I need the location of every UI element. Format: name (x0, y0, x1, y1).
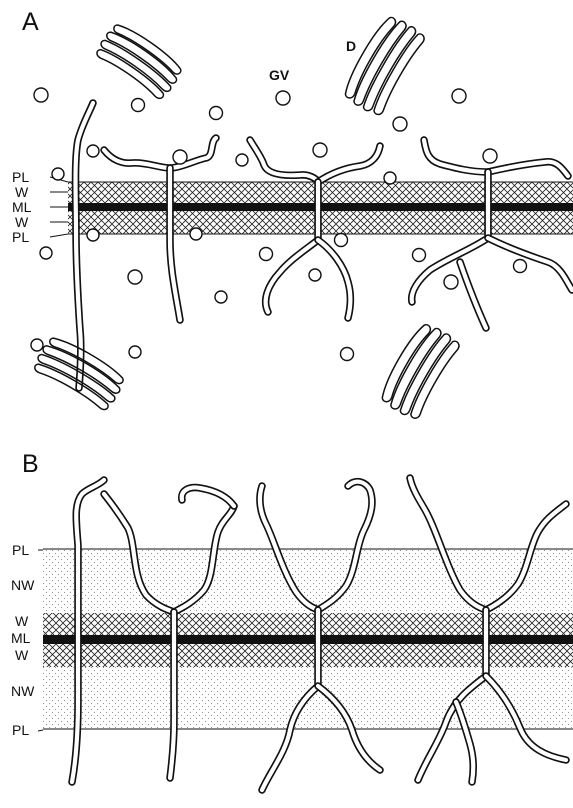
panel-b-label-w-top: W (15, 613, 29, 629)
vesicle (444, 275, 458, 289)
vesicle (313, 143, 327, 157)
vesicle (210, 107, 223, 120)
panel-b-label-ml: ML (11, 630, 31, 646)
panel-a-label-pl-top: PL (12, 169, 29, 185)
vesicle (31, 339, 43, 351)
vesicle (260, 248, 273, 261)
vesicle (132, 99, 145, 112)
panel-b: B PL NW W ML W NW PL (11, 450, 573, 790)
dictyosome-top-right (339, 12, 427, 118)
vesicle (129, 346, 141, 358)
vesicle (276, 91, 290, 105)
vesicle (190, 228, 202, 240)
panel-b-letter: B (22, 450, 39, 478)
vesicle (128, 270, 142, 284)
panel-b-label-nw-top: NW (11, 577, 35, 593)
panel-a-label-pl-bottom: PL (12, 229, 29, 245)
vesicle (514, 260, 527, 273)
panel-b-layer-labels: PL NW W ML W NW PL (11, 542, 43, 738)
vesicle (335, 234, 348, 247)
panel-b-label-nw-bottom: NW (11, 683, 35, 699)
vesicle (236, 154, 248, 166)
vesicle (40, 247, 52, 259)
vesicle (341, 348, 354, 361)
vesicle (483, 149, 497, 163)
vesicle (52, 168, 64, 180)
annotation-gv: GV (269, 67, 290, 83)
panel-b-wall-band (43, 549, 573, 729)
vesicle (87, 145, 99, 157)
vesicle (452, 89, 466, 103)
dictyosome-top-left (94, 19, 186, 101)
annotation-d: D (346, 38, 356, 54)
panel-b-label-pl-top: PL (12, 542, 29, 558)
vesicle (393, 117, 407, 131)
panel-a: A PL W ML W PL (12, 8, 573, 422)
vesicle (215, 291, 227, 303)
vesicle (34, 88, 48, 102)
panel-b-label-pl-bottom: PL (12, 722, 29, 738)
panel-a-letter: A (22, 8, 39, 36)
vesicle (87, 229, 99, 241)
dictyosome-bottom-right (376, 319, 462, 422)
vesicle (309, 269, 321, 281)
vesicle (384, 172, 396, 184)
panel-b-middle-lamella (43, 635, 573, 644)
panel-b-label-w-bottom: W (15, 647, 29, 663)
panel-a-label-w-top: W (15, 184, 29, 200)
panel-a-label-ml: ML (12, 199, 32, 215)
vesicle (413, 249, 426, 262)
vesicle (173, 150, 187, 164)
panel-a-label-w-bottom: W (15, 214, 29, 230)
